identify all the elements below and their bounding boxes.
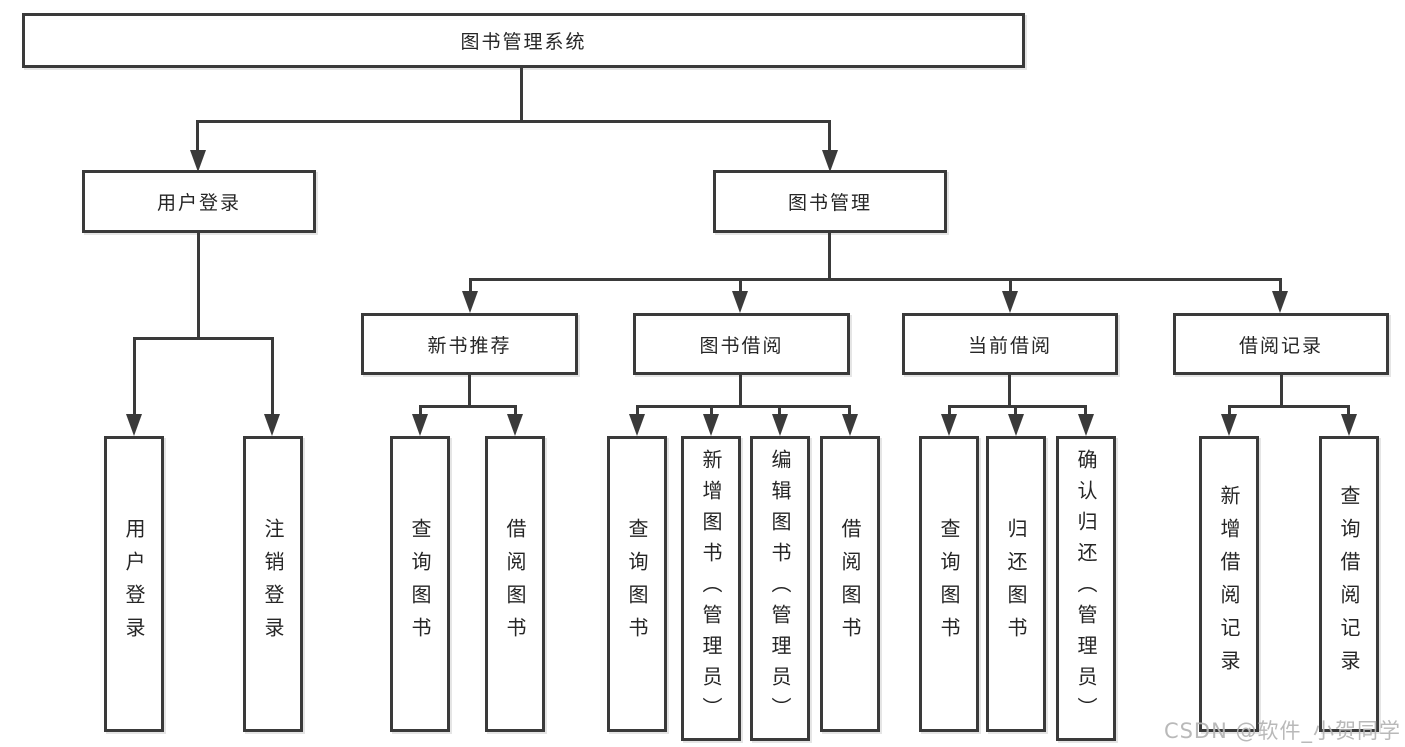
connector-drop-book-management	[828, 120, 831, 152]
connector-book-borrow-bus	[636, 405, 851, 408]
node-book-management: 图书管理	[713, 170, 947, 233]
leaf-query-books-borrow: 查询图书	[607, 436, 667, 732]
leaf-user-login: 用户登录	[104, 436, 164, 732]
connector-drop-leaf	[271, 337, 274, 415]
connector-drop-leaf	[848, 405, 851, 415]
arrow-down-icon	[1008, 414, 1024, 436]
connector-drop-leaf	[948, 405, 951, 415]
connector-book-borrow-stem	[739, 375, 742, 405]
leaf-borrow-books-recommend: 借阅图书	[485, 436, 545, 732]
leaf-borrow-books: 借阅图书	[820, 436, 880, 732]
connector-drop-leaf	[778, 405, 781, 415]
watermark-text: CSDN @软件_小贺同学	[1163, 719, 1401, 743]
connector-drop-leaf	[1014, 405, 1017, 415]
connector-drop-leaf	[514, 405, 517, 415]
connector-user-login-stem	[197, 233, 200, 337]
node-book-management-label: 图书管理	[787, 192, 872, 214]
connector-drop-leaf	[1084, 405, 1087, 415]
arrow-down-icon	[264, 414, 280, 436]
leaf-return-book: 归还图书	[986, 436, 1046, 732]
leaf-add-borrow-record: 新增借阅记录	[1199, 436, 1259, 732]
leaf-logout: 注销登录	[243, 436, 303, 732]
node-new-book-recommend-label: 新书推荐	[427, 334, 512, 357]
leaf-query-books-current: 查询图书	[919, 436, 979, 732]
arrow-down-icon	[629, 414, 645, 436]
connector-drop-leaf	[1347, 405, 1350, 415]
node-book-borrow: 图书借阅	[633, 313, 850, 375]
connector-book-management-stem	[828, 233, 831, 278]
connector-drop-leaf	[636, 405, 639, 415]
connector-current-borrow-stem	[1008, 375, 1011, 405]
node-user-login-label: 用户登录	[156, 192, 241, 214]
connector-drop-user-login	[196, 120, 199, 152]
arrow-down-icon	[190, 150, 206, 172]
arrow-down-icon	[412, 414, 428, 436]
connector-level1-bus	[197, 120, 831, 123]
arrow-down-icon	[1221, 414, 1237, 436]
arrow-down-icon	[1341, 414, 1357, 436]
connector-drop-leaf	[133, 337, 136, 415]
leaf-confirm-return-admin: 确认归还（管理员）	[1056, 436, 1116, 741]
node-root-label: 图书管理系统	[460, 31, 587, 53]
connector-new-book-stem	[468, 375, 471, 405]
arrow-down-icon	[1078, 414, 1094, 436]
node-borrow-records: 借阅记录	[1173, 313, 1389, 375]
arrow-down-icon	[126, 414, 142, 436]
connector-drop-new-book	[469, 278, 472, 292]
connector-drop-leaf	[419, 405, 422, 415]
node-book-borrow-label: 图书借阅	[699, 334, 784, 357]
arrow-down-icon	[703, 414, 719, 436]
connector-drop-leaf	[710, 405, 713, 415]
leaf-add-book-admin: 新增图书（管理员）	[681, 436, 741, 741]
arrow-down-icon	[941, 414, 957, 436]
connector-new-book-bus	[419, 405, 517, 408]
node-borrow-records-label: 借阅记录	[1238, 334, 1323, 357]
connector-drop-current-borrow	[1009, 278, 1012, 292]
connector-user-login-bus	[133, 337, 274, 340]
node-user-login: 用户登录	[82, 170, 316, 233]
connector-root-stem	[520, 68, 523, 120]
arrow-down-icon	[822, 150, 838, 172]
node-root: 图书管理系统	[22, 13, 1025, 68]
arrow-down-icon	[1002, 291, 1018, 313]
leaf-query-borrow-record: 查询借阅记录	[1319, 436, 1379, 732]
leaf-edit-book-admin: 编辑图书（管理员）	[750, 436, 810, 741]
node-current-borrow-label: 当前借阅	[967, 334, 1052, 357]
arrow-down-icon	[462, 291, 478, 313]
arrow-down-icon	[772, 414, 788, 436]
connector-drop-book-borrow	[739, 278, 742, 292]
connector-level2-bus	[469, 278, 1282, 281]
arrow-down-icon	[1272, 291, 1288, 313]
connector-drop-borrow-records	[1279, 278, 1282, 292]
connector-drop-leaf	[1228, 405, 1231, 415]
connector-borrow-records-stem	[1280, 375, 1283, 405]
arrow-down-icon	[842, 414, 858, 436]
connector-borrow-records-bus	[1228, 405, 1350, 408]
arrow-down-icon	[507, 414, 523, 436]
node-new-book-recommend: 新书推荐	[361, 313, 578, 375]
arrow-down-icon	[732, 291, 748, 313]
leaf-query-books-recommend: 查询图书	[390, 436, 450, 732]
connector-current-borrow-bus	[948, 405, 1087, 408]
node-current-borrow: 当前借阅	[902, 313, 1118, 375]
